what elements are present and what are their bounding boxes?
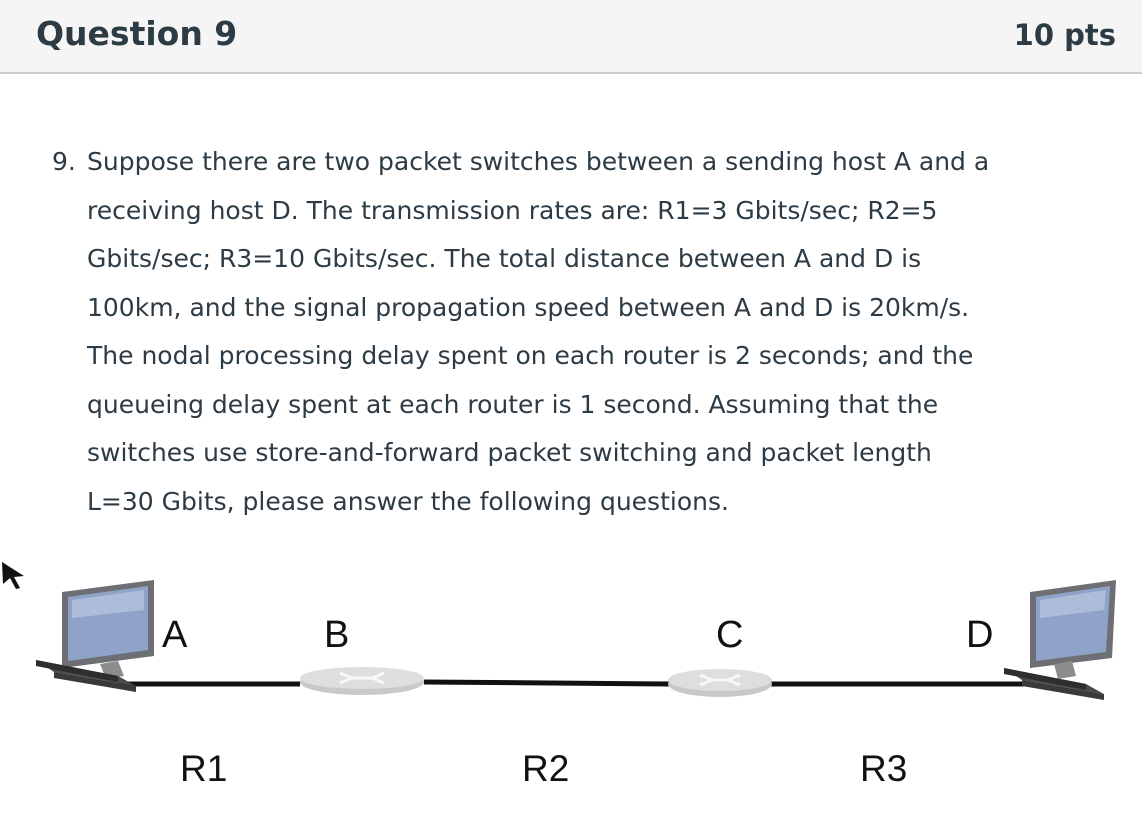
question-points: 10 pts: [1013, 18, 1116, 52]
question-text: 9. Suppose there are two packet switches …: [52, 138, 1112, 526]
node-label-d: D: [966, 614, 994, 656]
question-line-8: L=30 Gbits, please answer the following …: [87, 486, 729, 516]
question-line-4: 100km, and the signal propagation speed …: [87, 292, 970, 322]
question-line-1: 9. Suppose there are two packet switches …: [52, 138, 1112, 187]
link-label-r2: R2: [522, 748, 570, 789]
network-diagram: A B C D R1 R2 R3: [0, 560, 1142, 816]
question-number: 9.: [52, 147, 76, 176]
question-title: Question 9: [36, 14, 238, 53]
mouse-cursor-icon: [2, 562, 24, 589]
question-line-3: Gbits/sec; R3=10 Gbits/sec. The total di…: [87, 244, 922, 273]
link-r2-wire: [423, 679, 673, 687]
link-label-r3: R3: [860, 748, 908, 789]
question-line-5: The nodal processing delay spent on each…: [87, 341, 974, 370]
question-line-6: queueing delay spent at each router is 1…: [87, 389, 939, 419]
question-line-7: switches use store-and-forward packet sw…: [87, 438, 932, 467]
node-label-b: B: [324, 614, 350, 656]
link-label-r1: R1: [180, 748, 228, 789]
question-line-text: Suppose there are two packet switches be…: [87, 147, 990, 176]
question-header: Question 9 10 pts: [0, 0, 1142, 74]
node-label-a: A: [162, 614, 188, 656]
question-line-2: receiving host D. The transmission rates…: [87, 195, 938, 225]
network-diagram-graphic: [36, 580, 1116, 700]
host-a-computer-icon: [36, 580, 154, 692]
host-d-computer-icon: [1004, 580, 1116, 700]
link-wires: [118, 679, 1024, 687]
switch-b-packet-switch-icon: [300, 667, 424, 695]
node-label-c: C: [716, 614, 744, 656]
switch-c-packet-switch-icon: [668, 669, 772, 697]
